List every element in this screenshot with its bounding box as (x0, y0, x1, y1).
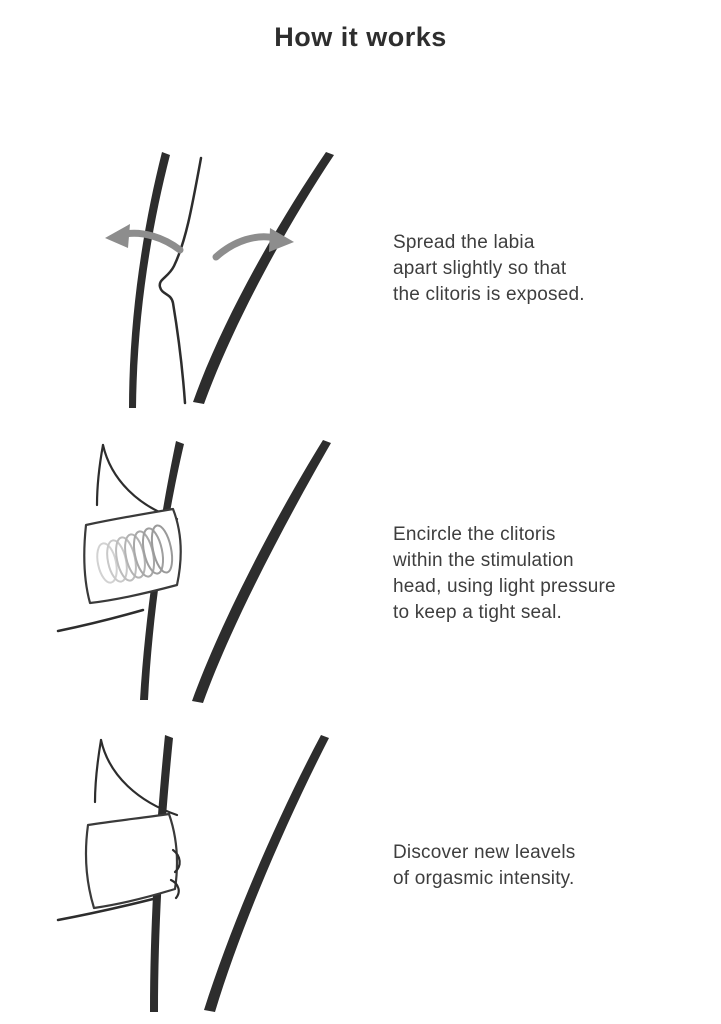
step-3-caption: Discover new leavels of orgasmic intensi… (393, 842, 576, 889)
step-3-figure (55, 730, 345, 1020)
spread-arrow-right-icon (212, 228, 294, 261)
skin-fold-line (99, 738, 179, 817)
labia-middle-stroke (140, 441, 184, 700)
labia-right-stroke (193, 152, 334, 404)
step-2-figure (55, 435, 345, 715)
stimulation-head (83, 507, 182, 605)
labia-left-stroke (129, 152, 170, 408)
spread-arrow-left-icon (105, 224, 184, 254)
labia-right-stroke (204, 735, 329, 1012)
coil-icon (96, 524, 174, 584)
step-1-illustration (105, 152, 334, 408)
stimulation-head (84, 812, 179, 910)
body-contour-line (56, 608, 145, 633)
body-contour-line (56, 897, 155, 922)
step-2-illustration (56, 440, 331, 703)
page-title: How it works (274, 22, 447, 52)
skin-fold-edge-line (93, 738, 103, 804)
step-3-illustration (56, 735, 329, 1012)
clitoris-nub-lines (169, 848, 181, 900)
labia-right-stroke (192, 440, 331, 703)
step-2-caption: Encircle the clitoris within the stimula… (393, 524, 616, 623)
clitoris-line (158, 156, 203, 405)
step-1-figure (85, 145, 355, 420)
step-1-caption: Spread the labia apart slightly so that … (393, 232, 585, 305)
skin-fold-edge-line (95, 443, 105, 507)
